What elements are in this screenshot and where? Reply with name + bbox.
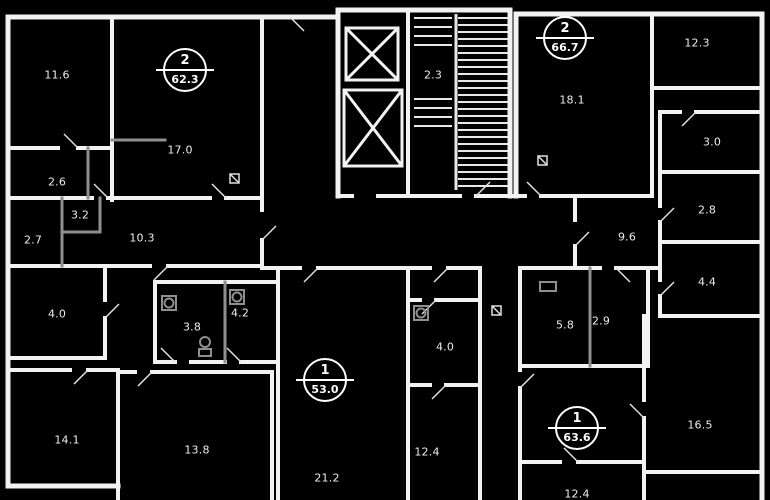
room-area-label: 4.2 bbox=[230, 306, 250, 320]
room-area-label: 18.1 bbox=[559, 93, 585, 107]
apartment-marker[interactable]: 2 62.3 bbox=[156, 48, 214, 92]
marker-divider-line bbox=[548, 427, 606, 429]
apartment-total-area: 53.0 bbox=[311, 383, 339, 396]
apartment-rooms-count: 2 bbox=[560, 21, 570, 36]
room-area-label: 21.2 bbox=[314, 471, 340, 485]
room-area-label: 5.8 bbox=[555, 318, 575, 332]
room-area-label: 13.8 bbox=[184, 443, 210, 457]
room-area-label: 16.5 bbox=[687, 418, 713, 432]
room-area-label: 17.0 bbox=[167, 143, 193, 157]
apartment-total-area: 62.3 bbox=[171, 73, 199, 86]
vent-duct-icons bbox=[229, 155, 548, 316]
room-area-label: 3.8 bbox=[182, 320, 202, 334]
room-area-label: 4.0 bbox=[435, 340, 455, 354]
room-area-label: 12.4 bbox=[414, 445, 440, 459]
door-swing-icons bbox=[63, 16, 697, 463]
room-area-label: 11.6 bbox=[44, 68, 70, 82]
room-area-label: 2.7 bbox=[23, 233, 43, 247]
room-area-label: 4.4 bbox=[697, 275, 717, 289]
apartment-marker[interactable]: 1 63.6 bbox=[548, 406, 606, 450]
room-area-label: 2.6 bbox=[47, 175, 67, 189]
inner-walls bbox=[6, 8, 764, 500]
marker-divider-line bbox=[296, 379, 354, 381]
apartment-total-area: 66.7 bbox=[551, 41, 579, 54]
room-area-label: 10.3 bbox=[129, 231, 155, 245]
elevator-shaft-icon bbox=[342, 26, 404, 168]
apartment-rooms-count: 1 bbox=[572, 411, 582, 426]
apartment-marker[interactable]: 1 53.0 bbox=[296, 358, 354, 402]
outer-walls bbox=[5, 7, 765, 500]
room-area-label: 4.0 bbox=[47, 307, 67, 321]
room-area-label: 12.4 bbox=[564, 487, 590, 500]
apartment-marker[interactable]: 2 66.7 bbox=[536, 16, 594, 60]
room-area-label: 3.2 bbox=[70, 208, 90, 222]
room-area-label: 3.0 bbox=[702, 135, 722, 149]
room-area-label: 2.8 bbox=[697, 203, 717, 217]
room-area-label: 2.3 bbox=[423, 68, 443, 82]
partition-walls bbox=[60, 138, 592, 368]
apartment-rooms-count: 2 bbox=[180, 53, 190, 68]
room-area-label: 14.1 bbox=[54, 433, 80, 447]
stairs-icon bbox=[414, 14, 508, 190]
fixture-icons bbox=[161, 281, 557, 357]
marker-divider-line bbox=[536, 37, 594, 39]
apartment-total-area: 63.6 bbox=[563, 431, 591, 444]
room-area-label: 2.9 bbox=[591, 314, 611, 328]
room-area-label: 9.6 bbox=[617, 230, 637, 244]
marker-divider-line bbox=[156, 69, 214, 71]
apartment-rooms-count: 1 bbox=[320, 363, 330, 378]
room-area-label: 12.3 bbox=[684, 36, 710, 50]
